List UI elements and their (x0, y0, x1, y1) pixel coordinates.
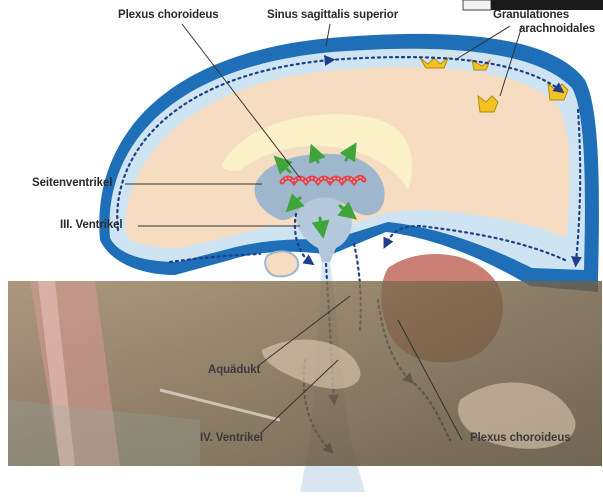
label-seitenventrikel: Seitenventrikel (32, 177, 112, 189)
label-arachnoidales: arachnoidales (519, 23, 595, 35)
label-plexus-choroideus-bottom: Plexus choroideus (470, 432, 571, 444)
thumbnail-fragment (463, 0, 491, 10)
label-iii-ventrikel: III. Ventrikel (60, 219, 123, 231)
label-sinus-sagittalis-superior: Sinus sagittalis superior (267, 9, 398, 21)
label-plexus-choroideus-top: Plexus choroideus (118, 9, 219, 21)
label-granulationes: Granulationes (493, 9, 569, 21)
label-aquaedukt: Aquädukt (208, 364, 260, 376)
pituitary (265, 251, 298, 276)
label-iv-ventrikel: IV. Ventrikel (200, 432, 263, 444)
